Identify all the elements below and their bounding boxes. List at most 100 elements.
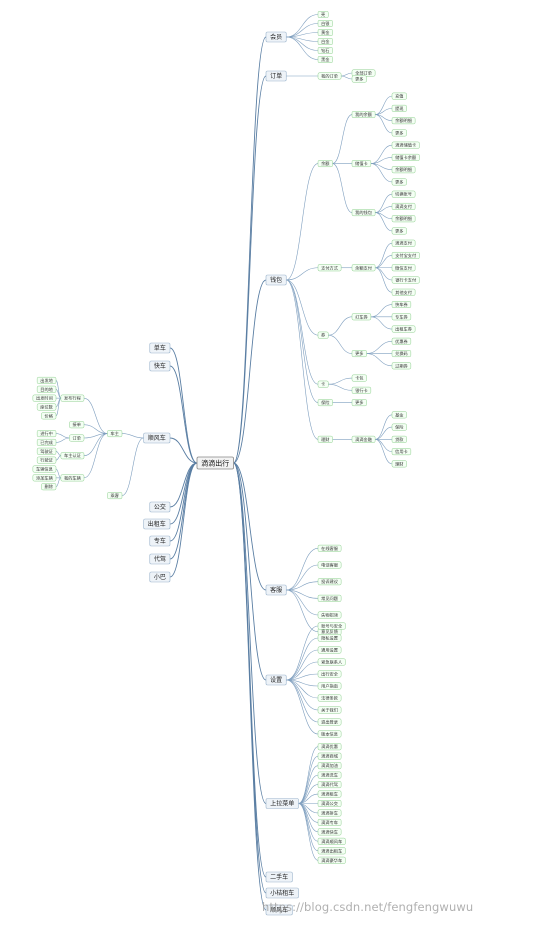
node-left-2-children-0-children-3-children-1-label[interactable]: 行驶证: [36, 456, 57, 464]
node-right-2-children-0-children-0-children-3-label[interactable]: 更多: [391, 129, 407, 136]
node-left-2-children-0-children-0-label[interactable]: 发布行程: [60, 394, 85, 402]
node-right-8-label[interactable]: 顺风车: [265, 904, 293, 916]
node-right-5-label[interactable]: 上拉菜单: [265, 798, 299, 809]
node-right-4-children-1-label[interactable]: 隐私设置: [317, 634, 342, 642]
node-right-2-children-0-children-1-label[interactable]: 储值卡: [351, 160, 372, 167]
node-right-3-children-2-label[interactable]: 投诉建议: [317, 578, 342, 585]
node-right-0-children-0-label[interactable]: 壳: [317, 11, 329, 18]
node-right-2-children-3-children-1-label[interactable]: 银行卡: [351, 386, 372, 394]
node-right-3-children-0-label[interactable]: 在线客服: [317, 544, 342, 552]
node-left-5-label[interactable]: 专车: [149, 535, 171, 547]
node-right-2-children-1-children-0-children-0-label[interactable]: 滴滴支付: [391, 239, 416, 247]
node-right-5-children-1-label[interactable]: 滴滴商城: [317, 752, 342, 760]
node-right-5-children-0-label[interactable]: 滴滴优惠: [317, 743, 342, 750]
node-left-2-children-0-label[interactable]: 车主: [107, 430, 123, 437]
node-right-1-children-0-label[interactable]: 我的订单: [317, 72, 342, 80]
node-right-2-children-1-children-0-label[interactable]: 余额支付: [351, 264, 376, 271]
node-left-2-children-0-children-4-children-0-label[interactable]: 车辆信息: [32, 465, 57, 473]
node-right-3-children-4-label[interactable]: 失物招领: [317, 611, 342, 619]
node-right-2-children-5-children-0-children-0-label[interactable]: 基金: [391, 411, 407, 419]
node-right-2-children-0-children-2-label[interactable]: 我的钱包: [351, 209, 376, 216]
node-right-2-children-0-children-2-children-1-label[interactable]: 滴滴支付: [391, 202, 416, 210]
node-right-2-children-5-label[interactable]: 理财: [317, 435, 333, 443]
node-right-2-children-2-children-1-children-1-label[interactable]: 兑换码: [391, 350, 412, 357]
node-root[interactable]: 滴滴出行: [196, 456, 234, 470]
node-right-2-children-0-children-1-children-3-label[interactable]: 更多: [391, 178, 407, 185]
node-right-1-label[interactable]: 订单: [265, 70, 287, 82]
node-right-2-children-0-children-0-children-1-label[interactable]: 提现: [391, 104, 407, 112]
node-left-2-children-0-children-0-children-0-label[interactable]: 出发地: [36, 376, 57, 384]
node-right-4-children-2-label[interactable]: 通用设置: [317, 646, 342, 654]
node-right-2-children-0-children-1-children-1-label[interactable]: 储值卡余额: [391, 153, 420, 161]
node-left-0-label[interactable]: 单车: [149, 342, 171, 354]
node-right-2-children-0-children-2-children-0-label[interactable]: 切换账号: [391, 190, 416, 198]
node-right-4-children-3-label[interactable]: 紧急联系人: [317, 658, 346, 666]
node-right-4-children-9-label[interactable]: 版本信息: [317, 730, 342, 738]
node-left-7-label[interactable]: 小巴: [149, 571, 171, 583]
node-right-4-children-6-label[interactable]: 法律条款: [317, 694, 342, 702]
node-right-1-children-0-children-1-label[interactable]: 更多: [351, 75, 367, 83]
node-right-3-label[interactable]: 客服: [265, 584, 287, 596]
node-right-2-children-2-label[interactable]: 券: [317, 331, 329, 339]
node-right-0-children-4-label[interactable]: 钻石: [317, 47, 333, 54]
node-right-7-label[interactable]: 小桔租车: [265, 887, 299, 899]
node-right-2-children-5-children-0-children-1-label[interactable]: 保险: [391, 423, 407, 431]
node-right-1-children-0-children-0-label[interactable]: 全部订单: [351, 69, 376, 77]
node-left-1-label[interactable]: 快车: [149, 360, 171, 372]
node-left-2-children-0-children-0-children-4-label[interactable]: 价格: [41, 412, 57, 419]
node-right-2-label[interactable]: 钱包: [265, 274, 287, 286]
node-left-2-children-0-children-3-children-0-label[interactable]: 驾驶证: [36, 447, 57, 455]
node-right-4-children-4-label[interactable]: 出行安全: [317, 670, 342, 678]
node-right-5-children-7-label[interactable]: 滴滴拼车: [317, 809, 342, 816]
node-right-2-children-5-children-0-children-3-label[interactable]: 信用卡: [391, 448, 412, 455]
node-left-2-children-0-children-1-label[interactable]: 接单: [69, 421, 85, 428]
node-right-2-children-2-children-0-children-2-label[interactable]: 出租车券: [391, 325, 416, 333]
node-left-2-children-0-children-0-children-2-label[interactable]: 出发时间: [32, 394, 57, 402]
node-right-2-children-5-children-0-label[interactable]: 滴滴金融: [351, 435, 376, 443]
node-left-2-children-0-children-4-children-2-label[interactable]: 删除: [41, 483, 57, 490]
node-left-3-label[interactable]: 公交: [149, 501, 171, 513]
node-right-2-children-2-children-1-label[interactable]: 更多: [351, 350, 367, 357]
node-right-4-label[interactable]: 设置: [265, 674, 287, 686]
node-right-2-children-2-children-0-children-1-label[interactable]: 专车券: [391, 313, 412, 320]
node-right-0-children-3-label[interactable]: 白金: [317, 38, 333, 45]
node-right-2-children-4-children-0-label[interactable]: 更多: [351, 399, 367, 406]
node-right-4-children-5-label[interactable]: 用户指南: [317, 682, 342, 690]
node-left-2-label[interactable]: 顺风车: [143, 432, 171, 444]
node-right-5-children-9-label[interactable]: 滴滴快车: [317, 828, 342, 835]
node-left-2-children-0-children-4-label[interactable]: 我的车辆: [60, 474, 85, 481]
node-right-5-children-11-label[interactable]: 滴滴出租车: [317, 847, 346, 854]
node-right-2-children-2-children-1-children-0-label[interactable]: 优惠券: [391, 337, 412, 345]
node-right-2-children-4-label[interactable]: 保险: [317, 399, 333, 406]
node-right-2-children-0-children-0-label[interactable]: 我的余额: [351, 111, 376, 118]
node-right-2-children-0-children-1-children-2-label[interactable]: 余额明细: [391, 166, 416, 173]
node-right-2-children-5-children-0-children-4-label[interactable]: 理财: [391, 460, 407, 467]
node-left-2-children-0-children-0-children-3-label[interactable]: 座位数: [36, 403, 57, 411]
node-left-2-children-0-children-4-children-1-label[interactable]: 添加车辆: [32, 474, 57, 481]
node-left-2-children-0-children-2-children-1-label[interactable]: 已完成: [36, 438, 57, 446]
node-right-2-children-0-children-2-children-3-label[interactable]: 更多: [391, 227, 407, 234]
node-right-2-children-0-children-2-children-2-label[interactable]: 余额明细: [391, 215, 416, 222]
node-right-3-children-1-label[interactable]: 电话客服: [317, 561, 342, 569]
node-right-2-children-1-children-0-children-4-label[interactable]: 其他支付: [391, 288, 416, 296]
node-right-2-children-0-label[interactable]: 余额: [317, 160, 333, 167]
node-right-2-children-5-children-0-children-2-label[interactable]: 贷款: [391, 435, 407, 443]
node-right-3-children-3-label[interactable]: 常见问题: [317, 594, 342, 602]
node-right-4-children-8-label[interactable]: 退出登录: [317, 718, 342, 726]
node-right-6-label[interactable]: 二手车: [265, 871, 293, 883]
node-right-2-children-2-children-0-children-0-label[interactable]: 快车券: [391, 301, 412, 308]
node-right-2-children-1-children-0-children-1-label[interactable]: 支付宝支付: [391, 251, 420, 259]
node-right-2-children-3-children-0-label[interactable]: 卡包: [351, 374, 367, 382]
node-right-0-children-1-label[interactable]: 白银: [317, 20, 333, 27]
node-left-4-label[interactable]: 出租车: [143, 518, 171, 530]
node-left-2-children-0-children-3-label[interactable]: 车主认证: [60, 452, 85, 459]
node-left-2-children-0-children-2-children-0-label[interactable]: 进行中: [36, 430, 57, 437]
node-right-5-children-4-label[interactable]: 滴滴代驾: [317, 781, 342, 788]
node-right-4-children-7-label[interactable]: 关于我们: [317, 706, 342, 714]
node-right-2-children-2-children-0-label[interactable]: 打车券: [351, 313, 372, 320]
node-left-2-children-0-children-0-children-1-label[interactable]: 目的地: [36, 385, 57, 393]
node-right-0-children-5-label[interactable]: 黑金: [317, 56, 333, 63]
node-right-2-children-1-children-0-children-3-label[interactable]: 银行卡支付: [391, 276, 420, 284]
node-right-2-children-3-label[interactable]: 卡: [317, 380, 329, 388]
node-right-2-children-0-children-0-children-0-label[interactable]: 充值: [391, 92, 407, 100]
